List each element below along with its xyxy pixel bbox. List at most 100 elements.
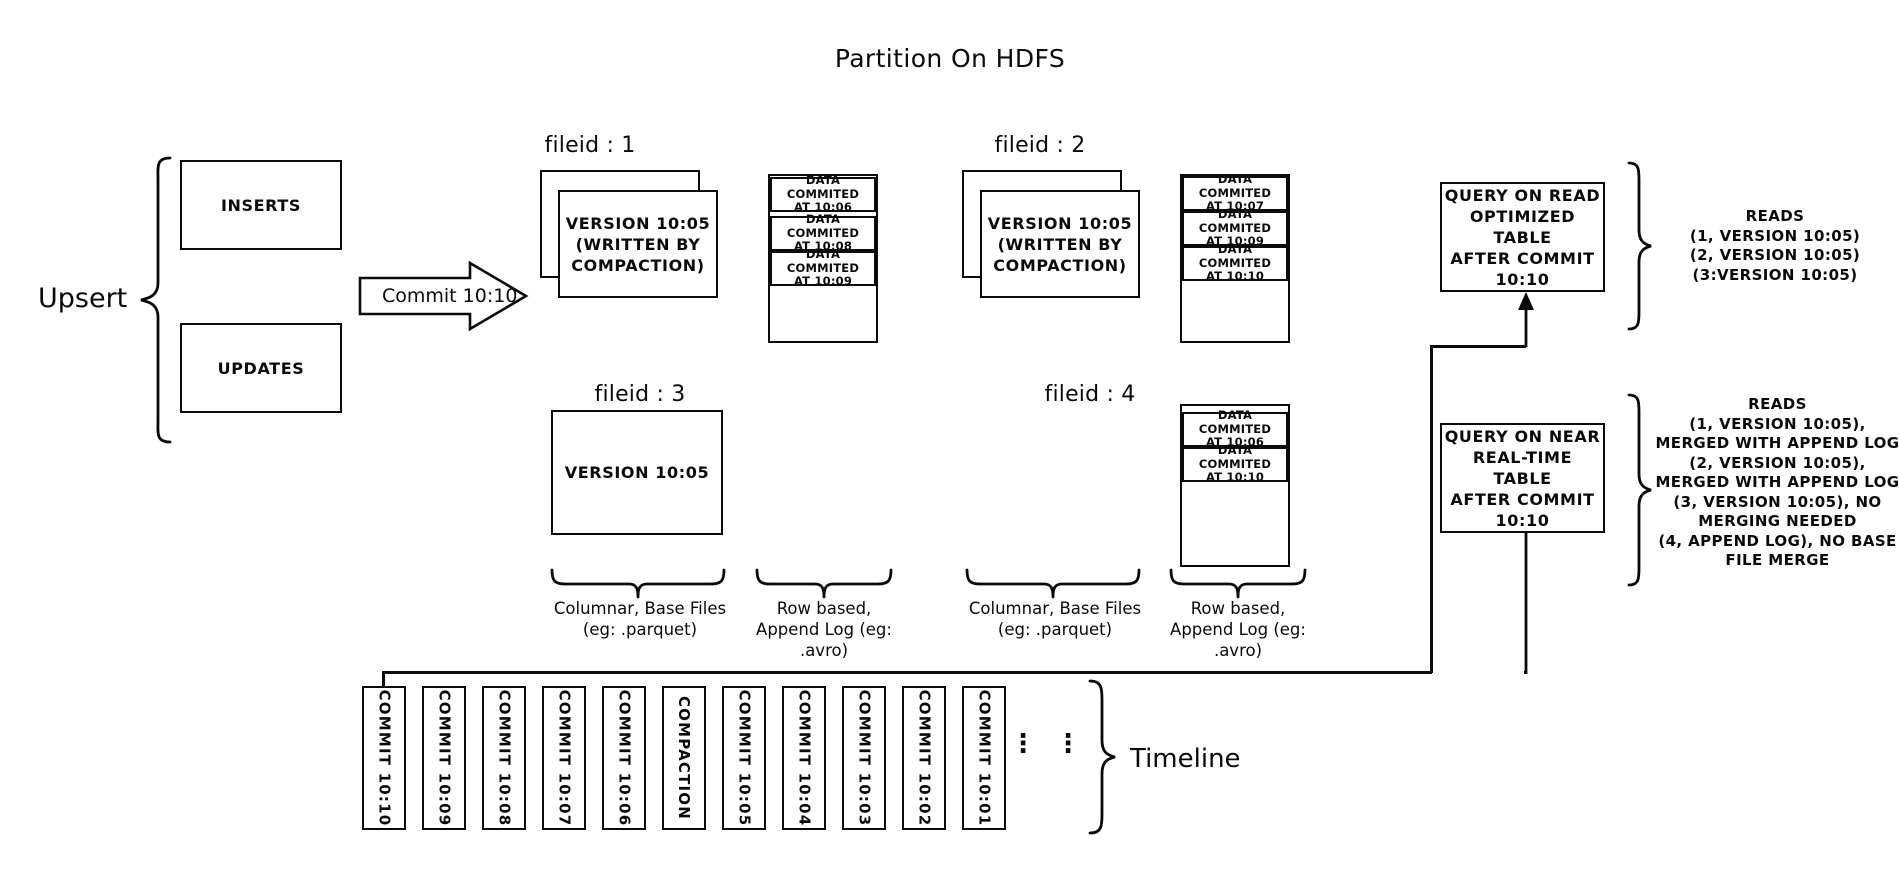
fileid4-log-entry-1: DATA COMMITED AT 10:06 (1182, 408, 1288, 450)
line: DATA COMMITED (1198, 207, 1272, 235)
timeline-item-label: COMMIT 10:02 (915, 689, 934, 827)
fileid1-base-file-text: VERSION 10:05 (WRITTEN BY COMPACTION) (566, 213, 710, 276)
line: (WRITTEN BY (997, 234, 1123, 254)
line: .avro) (799, 641, 849, 660)
line: (eg: .parquet) (997, 620, 1113, 639)
timeline-item-label: COMPACTION (675, 695, 694, 821)
line: (2, VERSION 10:05) (1689, 246, 1861, 264)
timeline-item-0: COMMIT 10:10 (362, 686, 406, 830)
updates-box: UPDATES (180, 323, 342, 413)
line: DATA COMMITED (1198, 172, 1272, 200)
timeline-label: Timeline (1130, 744, 1241, 774)
line: FILE MERGE (1725, 551, 1830, 569)
fileid3-header: fileid : 3 (594, 382, 686, 407)
line: MERGED WITH APPEND LOG (1655, 434, 1900, 452)
timeline-item-3: COMMIT 10:07 (542, 686, 586, 830)
line: AFTER COMMIT (1450, 248, 1595, 268)
line: VERSION 10:05 (564, 463, 710, 482)
line: COMPACTION) (993, 255, 1127, 275)
line: COMPACTION) (571, 255, 705, 275)
line: (3:VERSION 10:05) (1692, 265, 1858, 284)
line: AT 10:06 (1205, 435, 1265, 450)
line: Append Log (eg: (1170, 620, 1306, 639)
fileid2-base-file-text: VERSION 10:05 (WRITTEN BY COMPACTION) (988, 213, 1132, 276)
timeline-item-label: COMMIT 10:09 (435, 689, 454, 827)
line: (2, VERSION 10:05), (1689, 453, 1866, 472)
query-read-optimized-text: QUERY ON READ OPTIMIZED TABLE AFTER COMM… (1442, 185, 1603, 290)
fileid3-base-file: VERSION 10:05 (551, 410, 723, 535)
timeline-item-label: COMMIT 10:04 (795, 689, 814, 827)
upsert-brace (136, 155, 176, 445)
line: DATA COMMITED (1198, 408, 1272, 436)
read-optimized-riser (1430, 345, 1433, 673)
line: .avro) (1213, 641, 1263, 660)
fileid1-log-entry-2: DATA COMMITED AT 10:08 (770, 212, 876, 254)
timeline-item-1: COMMIT 10:09 (422, 686, 466, 830)
line: 10:10 (1495, 269, 1550, 289)
line: OPTIMIZED TABLE (1469, 206, 1576, 247)
reads-1-brace (1625, 160, 1655, 332)
fileid1-log-entry-1: DATA COMMITED AT 10:06 (770, 173, 876, 215)
timeline-item-7: COMMIT 10:04 (782, 686, 826, 830)
line: 10:10 (1495, 510, 1550, 530)
line: (eg: .parquet) (582, 620, 698, 639)
fileid2-header: fileid : 2 (994, 133, 1086, 158)
line: Columnar, Base Files (968, 599, 1142, 618)
fileid2-log-entry-1: DATA COMMITED AT 10:07 (1182, 172, 1288, 214)
timeline-item-label: COMMIT 10:03 (855, 689, 874, 827)
timeline-item-label: COMMIT 10:07 (555, 689, 574, 827)
timeline-ellipsis-2: ⋮ (1055, 729, 1081, 759)
columnar-left-caption: Columnar, Base Files (eg: .parquet) (540, 598, 740, 640)
inserts-label: INSERTS (220, 195, 302, 215)
line: DATA COMMITED (1198, 242, 1272, 270)
commit-arrow-label: Commit 10:10 (382, 285, 518, 307)
line: READS (1748, 395, 1807, 413)
line: (4, APPEND LOG), NO BASE (1658, 531, 1897, 550)
rowbased-left-brace (754, 568, 894, 600)
timeline-item-4: COMMIT 10:06 (602, 686, 646, 830)
line: MERGED WITH APPEND LOG (1655, 473, 1900, 491)
upsert-label: Upsert (38, 283, 128, 314)
timeline-item-5: COMPACTION (662, 686, 706, 830)
line: AT 10:09 (793, 274, 853, 289)
line: DATA COMMITED (786, 212, 860, 240)
columnar-right-caption: Columnar, Base Files (eg: .parquet) (955, 598, 1155, 640)
fileid1-log-entry-3: DATA COMMITED AT 10:09 (770, 248, 876, 289)
commit-arrow (358, 260, 530, 332)
query-near-real-time-box: QUERY ON NEAR REAL-TIME TABLE AFTER COMM… (1440, 423, 1605, 533)
rowbased-right-brace (1168, 568, 1308, 600)
rowbased-left-caption: Row based, Append Log (eg: .avro) (744, 598, 904, 661)
timeline-item-label: COMMIT 10:05 (735, 689, 754, 827)
reads-2-brace (1625, 392, 1655, 588)
fileid2-log-entry-3: DATA COMMITED AT 10:10 (1182, 242, 1288, 283)
timeline-item-9: COMMIT 10:02 (902, 686, 946, 830)
timeline-item-label: COMMIT 10:08 (495, 689, 514, 827)
read-optimized-arrow (1513, 290, 1539, 352)
page-title: Partition On HDFS (834, 44, 1066, 73)
line: QUERY ON NEAR (1444, 426, 1601, 446)
columnar-right-brace (964, 568, 1142, 600)
timeline-item-label: COMMIT 10:06 (615, 689, 634, 827)
line: DATA COMMITED (786, 173, 860, 201)
line: Columnar, Base Files (553, 599, 727, 618)
read-optimized-elbow (1430, 345, 1526, 348)
columnar-left-brace (549, 568, 727, 600)
timeline-item-label: COMMIT 10:10 (375, 689, 394, 827)
line: AFTER COMMIT (1450, 489, 1595, 509)
line: AT 10:08 (793, 239, 853, 254)
timeline-brace (1085, 678, 1121, 838)
line: QUERY ON READ (1444, 185, 1601, 205)
updates-label: UPDATES (217, 358, 305, 378)
line: AT 10:07 (1205, 199, 1265, 214)
timeline-item-label: COMMIT 10:01 (975, 689, 994, 827)
timeline-item-2: COMMIT 10:08 (482, 686, 526, 830)
fileid2-base-file-front: VERSION 10:05 (WRITTEN BY COMPACTION) (980, 190, 1140, 298)
query-near-real-time-text: QUERY ON NEAR REAL-TIME TABLE AFTER COMM… (1442, 426, 1603, 531)
query-read-optimized-box: QUERY ON READ OPTIMIZED TABLE AFTER COMM… (1440, 182, 1605, 292)
line: AT 10:06 (793, 200, 853, 215)
line: READS (1745, 207, 1805, 225)
timeline-ellipsis-1: ⋮ (1010, 729, 1036, 759)
line: (WRITTEN BY (575, 234, 701, 254)
reads-read-optimized: READS (1, VERSION 10:05) (2, VERSION 10:… (1655, 207, 1895, 285)
